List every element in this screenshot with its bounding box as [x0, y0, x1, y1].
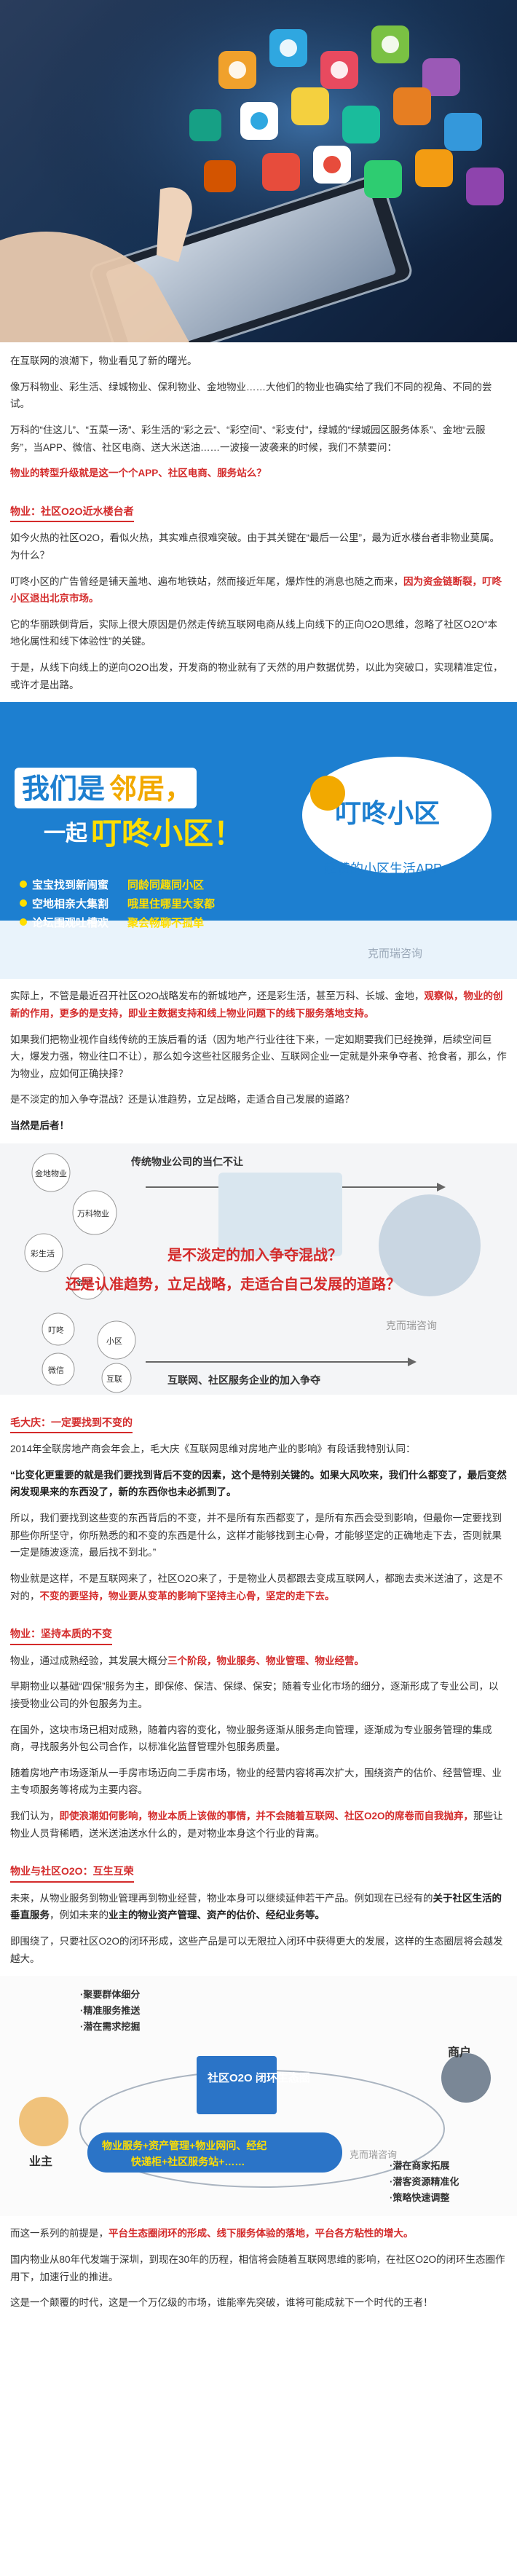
sec1-paragraph-2-highlight: 因为资金链断裂，叮咚小区退出北京市场。 [10, 575, 502, 604]
diagram2-center-label: 社区O2O 闭环生态圈 [207, 2071, 310, 2084]
sec4-paragraph-5-tail: 那些让物业人员背稀晒，送米送油送水什么的，是对物业本身这个行业的背离。 [10, 1811, 503, 1839]
dingdong-banner: 我们是 邻居， 一起 叮咚小区！ 叮咚小区 超赞的小区生活APP 宝宝找到新闹蜜… [0, 702, 517, 980]
sec3-paragraph-3: 所以，我们要找到这些变的东西背后的不变，并不是所有东西都变了，是所有东西会受到影… [10, 1513, 502, 1559]
sec1-paragraph-4: 于是，从线下向线上的逆向O2O出发，开发商的物业就有了天然的用户数据优势，以此为… [10, 662, 503, 690]
diagram1-circle-2: 万科物业 [77, 1208, 109, 1218]
o2o-ecosystem-diagram: ·聚要群体细分 ·精准服务推送 ·潜在需求挖掘 社区O2O 闭环生态圈 业主 商… [0, 1976, 517, 2217]
diagram1-bottom-label: 互联网、社区服务企业的加入争夺 [167, 1374, 321, 1386]
diagram2-right-bullet-2: ·潜客资源精准化 [390, 2176, 459, 2187]
sec5-paragraph-1-b: 关于社区生活的垂直服务 [10, 1892, 502, 1921]
sec6-paragraph-1-text: 而这一系列的前提是， [10, 2228, 108, 2240]
sec4-paragraph-1: 物业，通过成熟经验，其发展大概分三个阶段，物业服务、物业管理、物业经营。 [10, 1653, 507, 1670]
sec4-paragraph-1-highlight: 三个阶段，物业服务、物业管理、物业经营。 [167, 1655, 364, 1666]
sec2-paragraph-1-text: 实际上，不管是最近召开社区O2O战略发布的新城地产，还是彩生活，甚至万科、长城、… [10, 990, 425, 1002]
sec3-paragraph-2: “比变化更重要的就是我们要找到背后不变的因素，这个是特别关键的。如果大风吹来，我… [10, 1469, 507, 1498]
hero-illustration [0, 0, 517, 342]
diagram2-left-bullet-1: ·聚要群体细分 [80, 1989, 140, 2000]
sec1-paragraph-2: 叮咚小区的广告曾经是铺天盖地、遍布地铁站，然而接近年尾，爆炸性的消息也随之而来，… [10, 573, 507, 607]
diagram1-question-2: 还是认准趋势，立足战略，走适合自己发展的道路？ [65, 1275, 400, 1293]
sec6-paragraph-3: 这是一个颠覆的时代，这是一个万亿级的市场，谁能率先突破，谁将可能成就下一个时代的… [10, 2297, 433, 2309]
section-title-1: 物业：社区O2O近水楼台者 [10, 503, 134, 523]
sec2-paragraph-4: 当然是后者！ [10, 1120, 69, 1131]
intro-paragraph-3: 万科的“住这儿”、“五菜一汤”、彩生活的“彩之云”、“彩空间”、“彩支付”，绿城… [10, 424, 486, 453]
banner-bullet-6: 聚会畅聊不孤单 [127, 916, 204, 929]
sec2-paragraph-1: 实际上，不管是最近召开社区O2O战略发布的新城地产，还是彩生活，甚至万科、长城、… [10, 988, 507, 1022]
sec4-paragraph-5: 我们认为，即使浪潮如何影响，物业本质上该做的事情，并不会随着互联网、社区O2O的… [10, 1808, 507, 1842]
sec5-paragraph-1-a: 未来，从物业服务到物业管理再到物业经营，物业本身可以继续延伸若干产品。例如现在已… [10, 1892, 433, 1904]
sec5-paragraph-2: 即围绕了，只要社区O2O的闭环形成，这些产品是可以无限拉入闭环中获得更大的发展，… [10, 1936, 503, 1964]
banner-brand: 叮咚小区 [335, 798, 440, 828]
banner-bullet-5: 论坛围观吐槽欢 [32, 916, 109, 929]
section-title-4: 物业：坚持本质的不变 [10, 1625, 112, 1645]
sec2-paragraph-3: 是不淡定的加入争夺混战？还是认准趋势，立足战略，走适合自己发展的道路？ [10, 1094, 355, 1106]
competition-diagram: 传统物业公司的当仁不让 金地物业 万科物业 彩生活 金地 是不淡定的加入争夺混战… [0, 1143, 517, 1395]
sec6-paragraph-2: 国内物业从80年代发端于深圳，到现在30年的历程，相信将会随着互联网思维的影响，… [10, 2253, 505, 2282]
diagram1-circle-4: 金地 [76, 1277, 92, 1288]
section-title-5: 物业与社区O2O：互生互荣 [10, 1862, 134, 1883]
sec3-paragraph-4: 物业就是这样，不是互联网来了，社区O2O来了，于是物业人员都跟去变成互联网人，都… [10, 1570, 507, 1604]
banner-bullet-4: 哦里住哪里大家都 [127, 897, 215, 910]
diagram2-left-bullet-2: ·精准服务推送 [80, 2005, 141, 2016]
sec1-paragraph-1: 如今火热的社区O2O，看似火热，其实难点很难突破。由于其关键在“最后一公里”，最… [10, 532, 500, 561]
intro-question: 物业的转型升级就是这一个个APP、社区电商、服务站么？ [10, 468, 267, 479]
diagram2-arc-label-1: 物业服务+资产管理+物业网问、经纪 [102, 2140, 267, 2151]
banner-bullet-1: 宝宝找到新闹蜜 [32, 878, 108, 891]
diagram2-arc-label-2: 快递柜+社区服务站+…… [131, 2156, 245, 2167]
banner-line2b: 叮咚小区！ [91, 816, 244, 851]
owner-icon [19, 2097, 68, 2147]
sec6-paragraph-1-highlight: 平台生态圈闭环的形成、线下服务体验的落地，平台各方粘性的增大。 [108, 2228, 414, 2240]
article: 在互联网的浪潮下，物业看见了新的曙光。 像万科物业、彩生活、绿城物业、保利物业、… [0, 0, 517, 2309]
diagram2-right-bullet-1: ·潜在商家拓展 [390, 2160, 450, 2171]
sec4-paragraph-5-highlight: 即使浪潮如何影响，物业本质上该做的事情，并不会随着互联网、社区O2O的席卷而自我… [59, 1811, 474, 1821]
banner-line1b: 邻居， [109, 774, 192, 805]
diagram1-question-1: 是不淡定的加入争夺混战？ [167, 1246, 342, 1264]
merchant-icon [441, 2053, 491, 2103]
intro-paragraph-1: 在互联网的浪潮下，物业看见了新的曙光。 [10, 355, 197, 366]
sec5-paragraph-1-d: 业主的物业资产管理、资产的估价、经纪业务等。 [108, 1910, 325, 1921]
diagram2-owner-label: 业主 [29, 2154, 52, 2168]
sec4-paragraph-4: 随着房地产市场逐渐从一手房市场迈向二手房市场，物业的经营内容将再次扩大，围绕资产… [10, 1767, 502, 1796]
sec4-paragraph-1-text: 物业，通过成熟经验，其发展大概分 [10, 1655, 167, 1666]
diagram2-left-bullet-3: ·潜在需求挖掘 [80, 2021, 140, 2032]
sec3-paragraph-4-text: 物业就是这样，不是互联网来了，社区O2O来了，于是物业人员都跟去变成互联网人，都… [10, 1572, 503, 1602]
banner-watermark: 克而瑞咨询 [368, 948, 422, 960]
sec4-paragraph-5-text: 我们认为， [10, 1811, 60, 1821]
diagram1-bottom-circle-1: 叮咚 [48, 1325, 64, 1335]
sec2-paragraph-2: 如果我们把物业视作自线传统的王族后看的话（因为地产行业往往下来，一定如期要我们已… [10, 1033, 507, 1079]
sec6-paragraph-1: 而这一系列的前提是，平台生态圈闭环的形成、线下服务体验的落地，平台各方粘性的增大… [10, 2225, 507, 2242]
hero-image [0, 0, 517, 342]
sec2-paragraph-1-highlight: 观察似，物业的创新的作用，更多的是支持，即业主数据支持和线上物业问题下的线下服务… [10, 990, 503, 1019]
diagram2-right-bullet-3: ·策略快速调整 [390, 2192, 450, 2203]
banner-bullet-2: 同龄同趣同小区 [127, 878, 204, 891]
sec3-paragraph-4-highlight: 不变的要坚持，物业要从变革的影响下坚持主心骨，坚定的走下去。 [39, 1590, 335, 1602]
diagram1-top-label: 传统物业公司的当仁不让 [130, 1156, 243, 1167]
sec1-paragraph-2-text: 叮咚小区的广告曾经是铺天盖地、遍布地铁站，然而接近年尾，爆炸性的消息也随之而来， [10, 575, 403, 587]
sec3-paragraph-1: 2014年全联房地产商会年会上，毛大庆《互联网思维对房地产业的影响》有段话我特别… [10, 1443, 416, 1455]
section-title-3: 毛大庆：一定要找到不变的 [10, 1414, 133, 1434]
sec1-paragraph-3: 它的华丽跌倒背后，实际上很大原因是仍然走传统互联网电商从线上向线下的正向O2O思… [10, 618, 498, 647]
diagram2-merchant-label: 商户 [448, 2045, 471, 2059]
banner-line2a: 一起 [44, 822, 88, 846]
diagram1-watermark: 克而瑞咨询 [386, 1320, 437, 1331]
diagram2-watermark: 克而瑞咨询 [350, 2149, 397, 2160]
competition-illustration: 传统物业公司的当仁不让 金地物业 万科物业 彩生活 金地 是不淡定的加入争夺混战… [0, 1143, 517, 1395]
diagram1-bottom-circle-3: 微信 [48, 1365, 64, 1375]
sec5-paragraph-1-c: ，例如未来的 [50, 1910, 108, 1921]
diagram1-circle-1: 金地物业 [35, 1168, 67, 1178]
diagram1-bottom-circle-2: 小区 [106, 1336, 122, 1346]
bell-icon [310, 776, 345, 811]
banner-bullet-3: 空地相亲大集割 [32, 897, 108, 910]
diagram1-circle-3: 彩生活 [31, 1248, 55, 1259]
sec4-paragraph-3: 在国外，这块市场已相对成熟，随着内容的变化，物业服务逐渐从服务走向管理，逐渐成为… [10, 1724, 492, 1753]
o2o-ecosystem-illustration: ·聚要群体细分 ·精准服务推送 ·潜在需求挖掘 社区O2O 闭环生态圈 业主 商… [0, 1976, 517, 2217]
diagram1-bottom-circle-4: 互联 [106, 1374, 122, 1384]
sec4-paragraph-2: 早期物业以基础“四保”服务为主，即保修、保洁、保绿、保安；随着专业化市场的细分，… [10, 1681, 499, 1709]
intro-paragraph-2: 像万科物业、彩生活、绿城物业、保利物业、金地物业……大他们的物业也确实给了我们不… [10, 381, 492, 410]
banner-subtitle: 超赞的小区生活APP [324, 862, 442, 876]
banner-illustration: 我们是 邻居， 一起 叮咚小区！ 叮咚小区 超赞的小区生活APP 宝宝找到新闹蜜… [0, 702, 517, 980]
sec5-paragraph-1: 未来，从物业服务到物业管理再到物业经营，物业本身可以继续延伸若干产品。例如现在已… [10, 1890, 507, 1924]
banner-line1: 我们是 [22, 774, 105, 805]
